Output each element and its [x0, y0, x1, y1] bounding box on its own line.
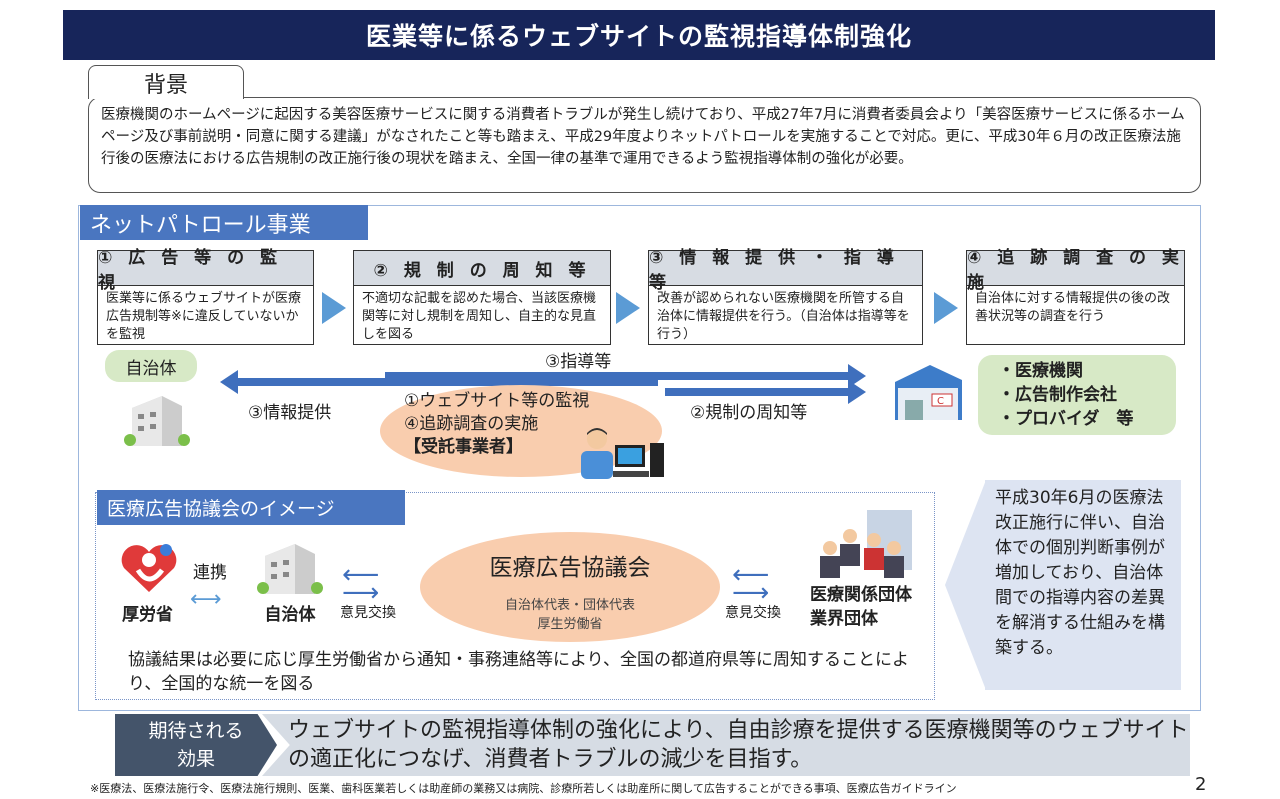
page-number: 2: [1195, 774, 1207, 795]
exchange-arrows-icon: ⟵⟶: [342, 560, 380, 608]
expected-effect-text: ウェブサイトの監視指導体制の強化により、自由診療を提供する医療機関等のウェブサイ…: [262, 714, 1190, 776]
step-body: 医業等に係るウェブサイトが医療広告規制等※に違反していないかを監視: [106, 291, 302, 342]
step-3: ③ 情 報 提 供 ・ 指 導 等改善が認められない医療機関を所管する自治体に情…: [648, 248, 923, 345]
exchange-label-right: 意見交換: [725, 605, 781, 621]
contractor-line2: ④追跡調査の実施: [404, 414, 539, 434]
footnote: ※医療法、医療法施行令、医療法施行規則、医業、歯科医業若しくは助産師の業務又は病…: [90, 782, 957, 795]
targets-box: ・医療機関 ・広告制作会社 ・プロバイダ 等: [978, 355, 1176, 435]
arrow-right-icon: [934, 292, 958, 324]
slide-title: 医業等に係るウェブサイトの監視指導体制強化: [63, 10, 1215, 60]
step-title: ③ 情 報 提 供 ・ 指 導 等: [649, 248, 922, 293]
step-2: ② 規 制 の 周 知 等不適切な記載を認めた場合、当該医療機関等に対し規制を周…: [353, 250, 611, 345]
target-item: ・プロバイダ 等: [998, 409, 1134, 429]
council-result-text: 協議結果は必要に応じ厚生労働省から通知・事務連絡等により、全国の都道府県等に周知…: [128, 650, 909, 694]
groups-line1: 医療関係団体: [810, 585, 912, 605]
council-members-1: 自治体代表・団体代表: [504, 598, 635, 613]
expected-label-line2: 効果: [176, 748, 215, 770]
target-item: ・医療機関: [998, 361, 1083, 381]
arrow-right-icon: [322, 292, 346, 324]
contractor-line3: 【受託事業者】: [404, 437, 523, 457]
exchange-arrows-icon: ⟵⟶: [732, 560, 770, 608]
step-title: ④ 追 跡 調 査 の 実 施: [967, 248, 1184, 293]
step-body: 自治体に対する情報提供の後の改善状況等の調査を行う: [975, 291, 1171, 324]
step-body: 改善が認められない医療機関を所管する自治体に情報提供を行う。（自治体は指導等を行…: [657, 291, 910, 342]
info-provision-arrow: [238, 378, 658, 386]
mhlw-label: 厚労省: [122, 605, 173, 625]
council-section: [95, 492, 935, 700]
building-icon: [122, 388, 192, 453]
notice-label: ②規制の周知等: [690, 403, 808, 423]
step-1: ① 広 告 等 の 監 視医業等に係るウェブサイトが医療広告規制等※に違反してい…: [97, 248, 314, 345]
council-municipality-label: 自治体: [264, 604, 316, 625]
contractor-line1: ①ウェブサイト等の監視: [404, 391, 590, 411]
arrow-head-icon: [220, 370, 238, 394]
notice-arrow: [665, 388, 850, 396]
net-patrol-section: [78, 205, 1201, 711]
exchange-label-left: 意見交換: [340, 605, 396, 621]
groups-line2: 業界団体: [810, 609, 878, 629]
arrow-head-icon: [848, 380, 866, 404]
cooperation-label: 連携: [193, 563, 227, 583]
step-title: ② 規 制 の 周 知 等: [354, 251, 610, 286]
council-image-label: 医療広告協議会のイメージ: [97, 490, 405, 525]
person-computer-icon: [575, 425, 670, 480]
council-members-2: 厚生労働省: [537, 617, 603, 632]
groups-label: 医療関係団体 業界団体: [810, 583, 912, 631]
clinic-icon: C: [890, 360, 965, 425]
arrow-right-icon: [616, 292, 640, 324]
step-4: ④ 追 跡 調 査 の 実 施自治体に対する情報提供の後の改善状況等の調査を行う: [966, 248, 1185, 345]
callout-pointer: [945, 480, 986, 690]
target-item: ・広告制作会社: [998, 385, 1117, 405]
svg-text:C: C: [937, 396, 944, 407]
net-patrol-label: ネットパトロール事業: [80, 205, 368, 240]
council-ellipse: 医療広告協議会 自治体代表・団体代表 厚生労働省: [420, 532, 720, 642]
step-title: ① 広 告 等 の 監 視: [98, 248, 313, 293]
municipality-label: 自治体: [105, 350, 197, 382]
double-arrow-icon: ⟷: [190, 587, 222, 612]
background-text: 医療機関のホームページに起因する美容医療サービスに関する消費者トラブルが発生し続…: [88, 97, 1201, 193]
expected-label-line1: 期待される: [148, 720, 244, 742]
contractor-ellipse: ①ウェブサイト等の監視 ④追跡調査の実施 【受託事業者】: [380, 385, 662, 477]
callout-text: 平成30年6月の医療法改正施行に伴い、自治体での個別判断事例が増加しており、自治…: [985, 480, 1181, 690]
info-provision-label: ③情報提供: [248, 403, 332, 423]
building-icon: [255, 540, 325, 598]
guidance-label: ③指導等: [545, 352, 612, 372]
mhlw-logo-icon: [118, 540, 180, 595]
council-name: 医療広告協議会: [489, 555, 651, 581]
guidance-arrow: [385, 372, 850, 380]
background-tab-label: 背景: [88, 65, 244, 99]
group-people-icon: [812, 510, 917, 580]
expected-effect-label: 期待される 効果: [115, 714, 277, 776]
step-body: 不適切な記載を認めた場合、当該医療機関等に対し規制を周知し、自主的な見直しを図る: [362, 291, 597, 342]
